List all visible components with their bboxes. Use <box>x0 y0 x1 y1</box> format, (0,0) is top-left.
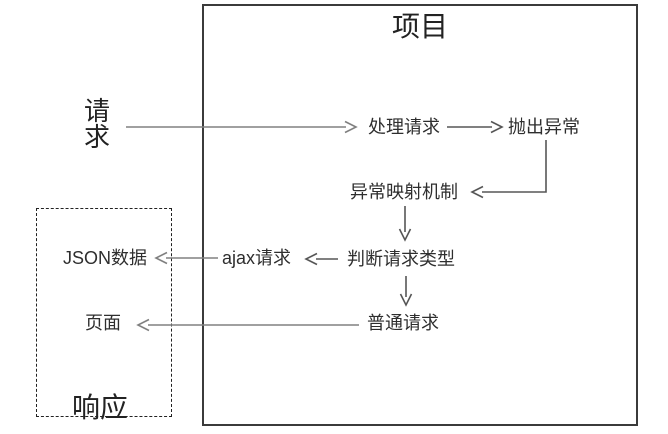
response-label: 响应 <box>71 392 128 423</box>
node-exception-mapping: 异常映射机制 <box>350 182 458 202</box>
node-handle-request: 处理请求 <box>368 117 440 137</box>
node-throw-exception: 抛出异常 <box>508 117 580 137</box>
project-container-box <box>202 4 638 426</box>
request-label: 请求 <box>80 97 111 149</box>
node-judge-request-type: 判断请求类型 <box>347 249 455 269</box>
project-box-title: 项目 <box>391 11 448 42</box>
node-json-data: JSON数据 <box>63 248 148 268</box>
node-ajax-request: ajax请求 <box>222 248 292 268</box>
node-normal-request: 普通请求 <box>367 313 439 333</box>
response-container-box <box>36 208 172 417</box>
node-page: 页面 <box>85 313 121 333</box>
